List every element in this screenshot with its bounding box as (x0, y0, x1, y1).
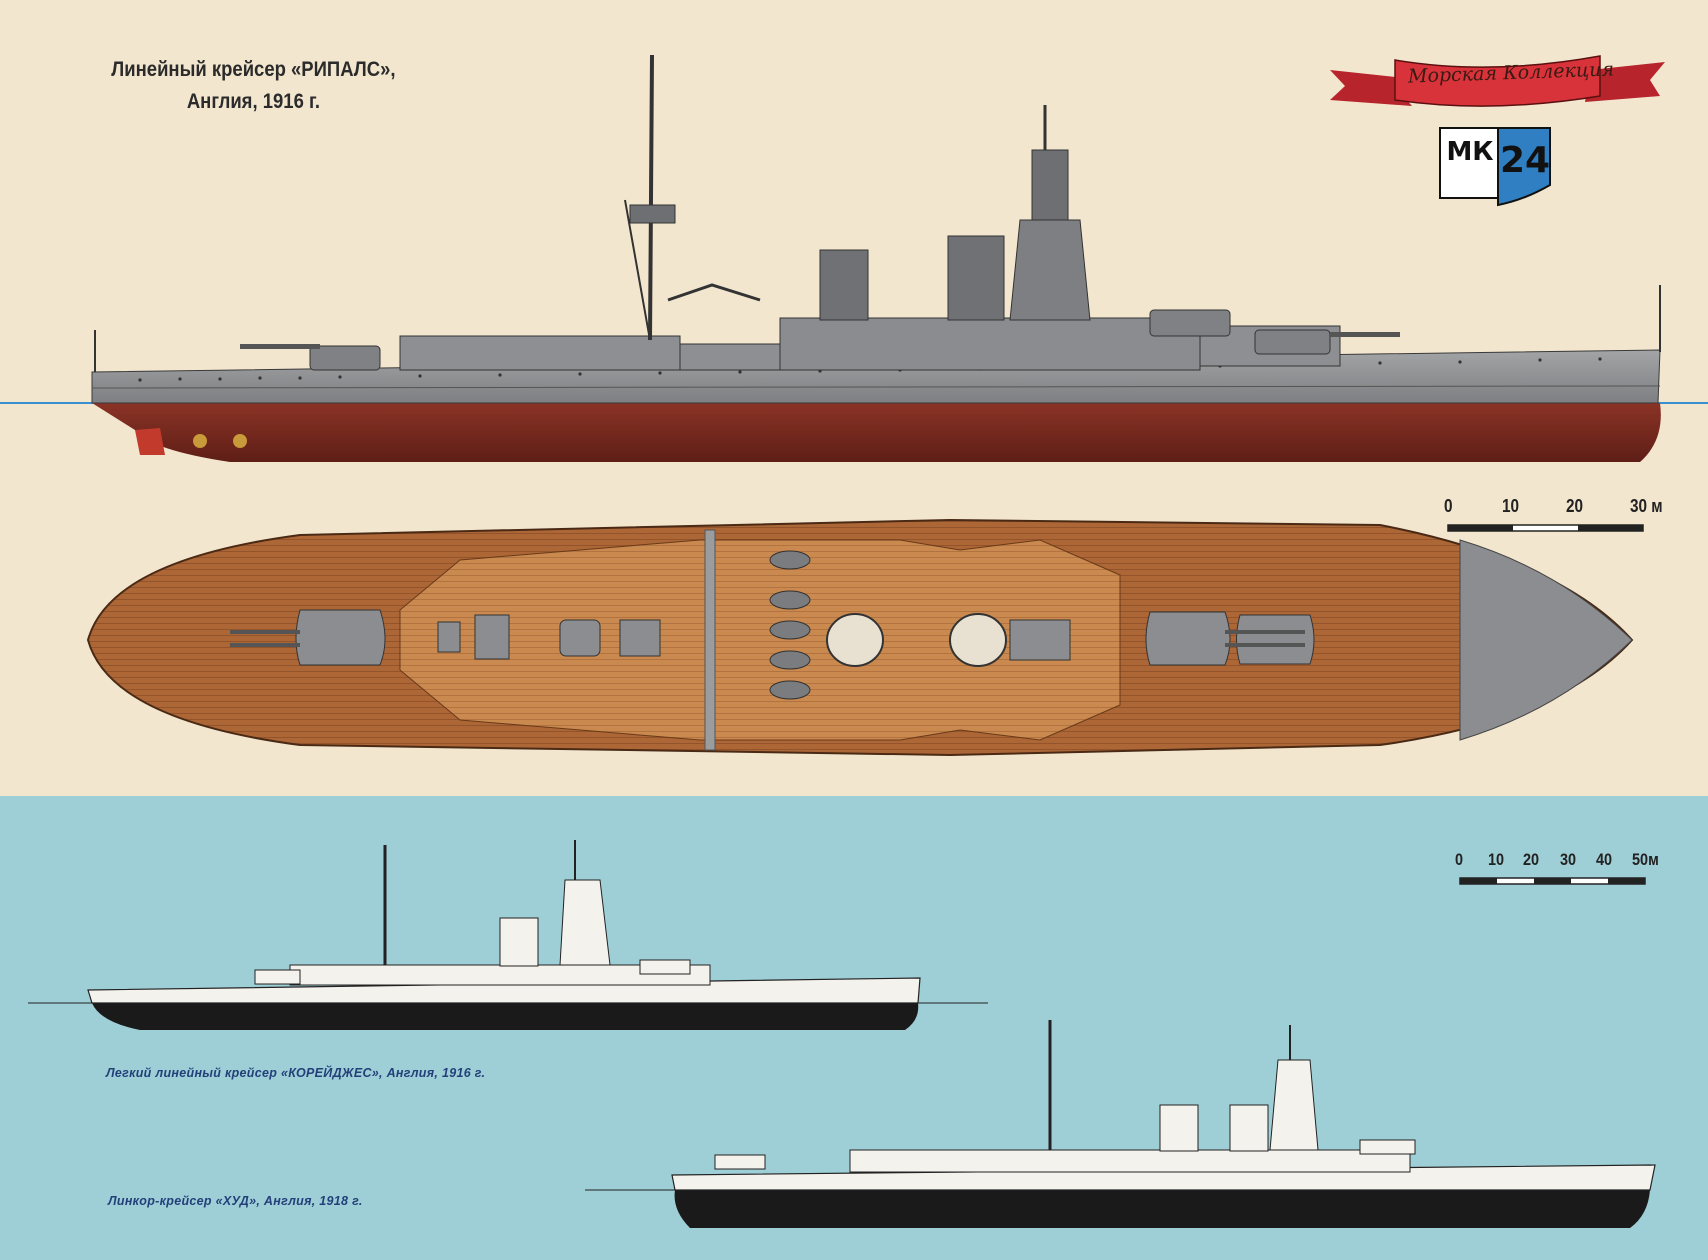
emblem-logo-letters: МК (1446, 137, 1494, 167)
hood-profile (585, 1020, 1656, 1228)
scale-top-label-20: 20 (1566, 496, 1584, 516)
main-title-line2: Англия, 1916 г. (186, 90, 320, 113)
repulse-plan-view (86, 518, 1634, 757)
scale-top-label-30: 30 м (1630, 496, 1663, 516)
scale-bottom-label-40: 40 (1596, 850, 1613, 869)
scale-top-label-10: 10 (1502, 496, 1520, 516)
scale-bottom-label-10: 10 (1488, 850, 1505, 869)
emblem-issue-number: 24 (1500, 140, 1551, 181)
scale-top-label-0: 0 (1444, 496, 1453, 516)
propeller-1 (193, 434, 207, 448)
main-title-line1: Линейный крейсер «РИПАЛС», (111, 58, 396, 81)
scale-bottom-label-50: 50м (1632, 850, 1659, 869)
scale-bottom-label-0: 0 (1455, 850, 1464, 869)
caption-hood: Линкор-крейсер «ХУД», Англия, 1918 г. (108, 1194, 363, 1208)
courageous-profile (28, 840, 988, 1030)
scale-bottom-label-30: 30 (1560, 850, 1577, 869)
main-title: Линейный крейсер «РИПАЛС», Англия, 1916 … (95, 54, 412, 118)
caption-courageous: Легкий линейный крейсер «КОРЕЙДЖЕС», Анг… (106, 1066, 486, 1080)
repulse-profile (0, 54, 1708, 462)
magazine-emblem (1330, 55, 1665, 207)
underwater-hull (92, 403, 1661, 462)
scale-bar-top (1447, 524, 1644, 532)
propeller-2 (233, 434, 247, 448)
scale-bar-bottom (1459, 877, 1646, 885)
rudder (135, 428, 165, 455)
scale-bottom-label-20: 20 (1523, 850, 1540, 869)
